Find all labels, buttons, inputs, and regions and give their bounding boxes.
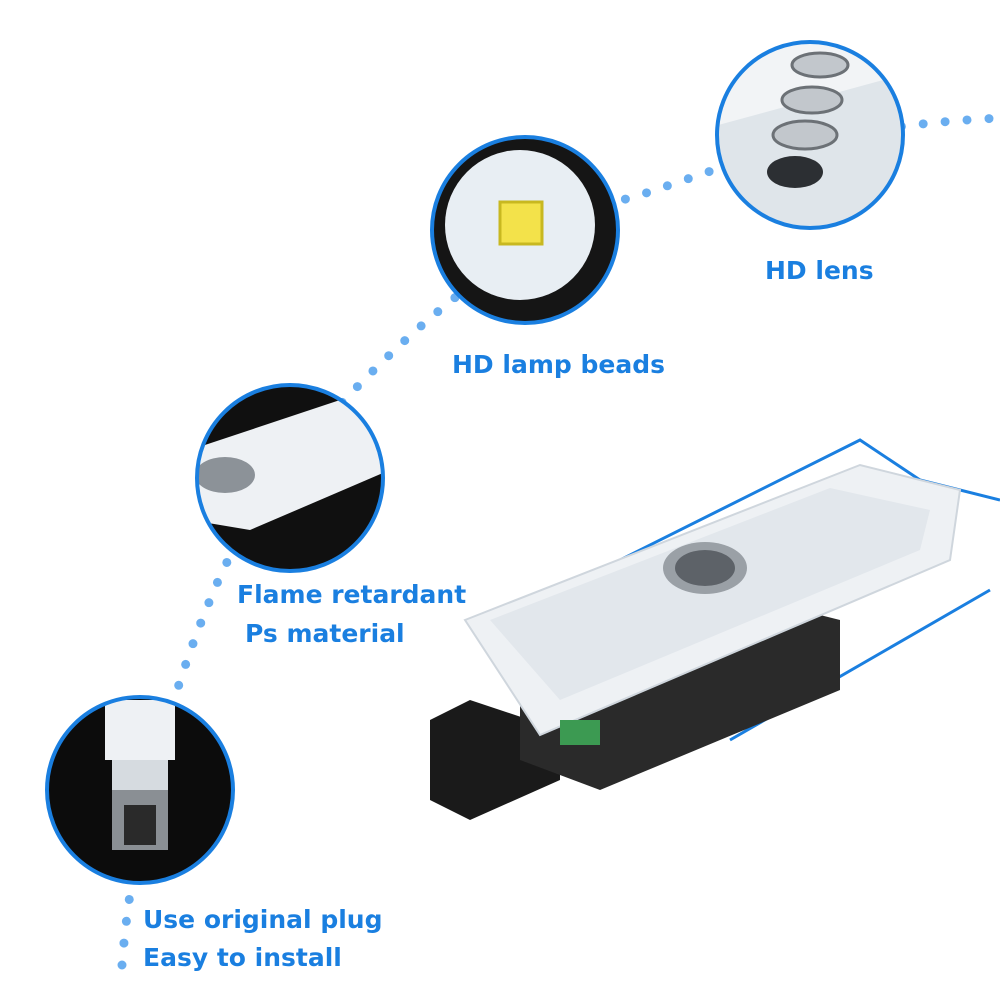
- feature-label-lamp-beads: HD lamp beads: [452, 350, 665, 379]
- feature-label-material-line1: Flame retardant: [237, 580, 467, 609]
- plug-photo-icon: [47, 697, 233, 883]
- feature-label-material-line2: Ps material: [245, 619, 405, 648]
- housing-photo-icon: [197, 385, 383, 571]
- feature-label-plug-line2: Easy to install: [143, 943, 342, 972]
- led-chip-photo-icon: [432, 137, 618, 323]
- feature-label-plug-line1: Use original plug: [143, 905, 383, 934]
- lens-stack-photo-icon: [717, 42, 903, 228]
- feature-label-lens: HD lens: [765, 256, 874, 285]
- door-projector-light-icon: [430, 463, 962, 820]
